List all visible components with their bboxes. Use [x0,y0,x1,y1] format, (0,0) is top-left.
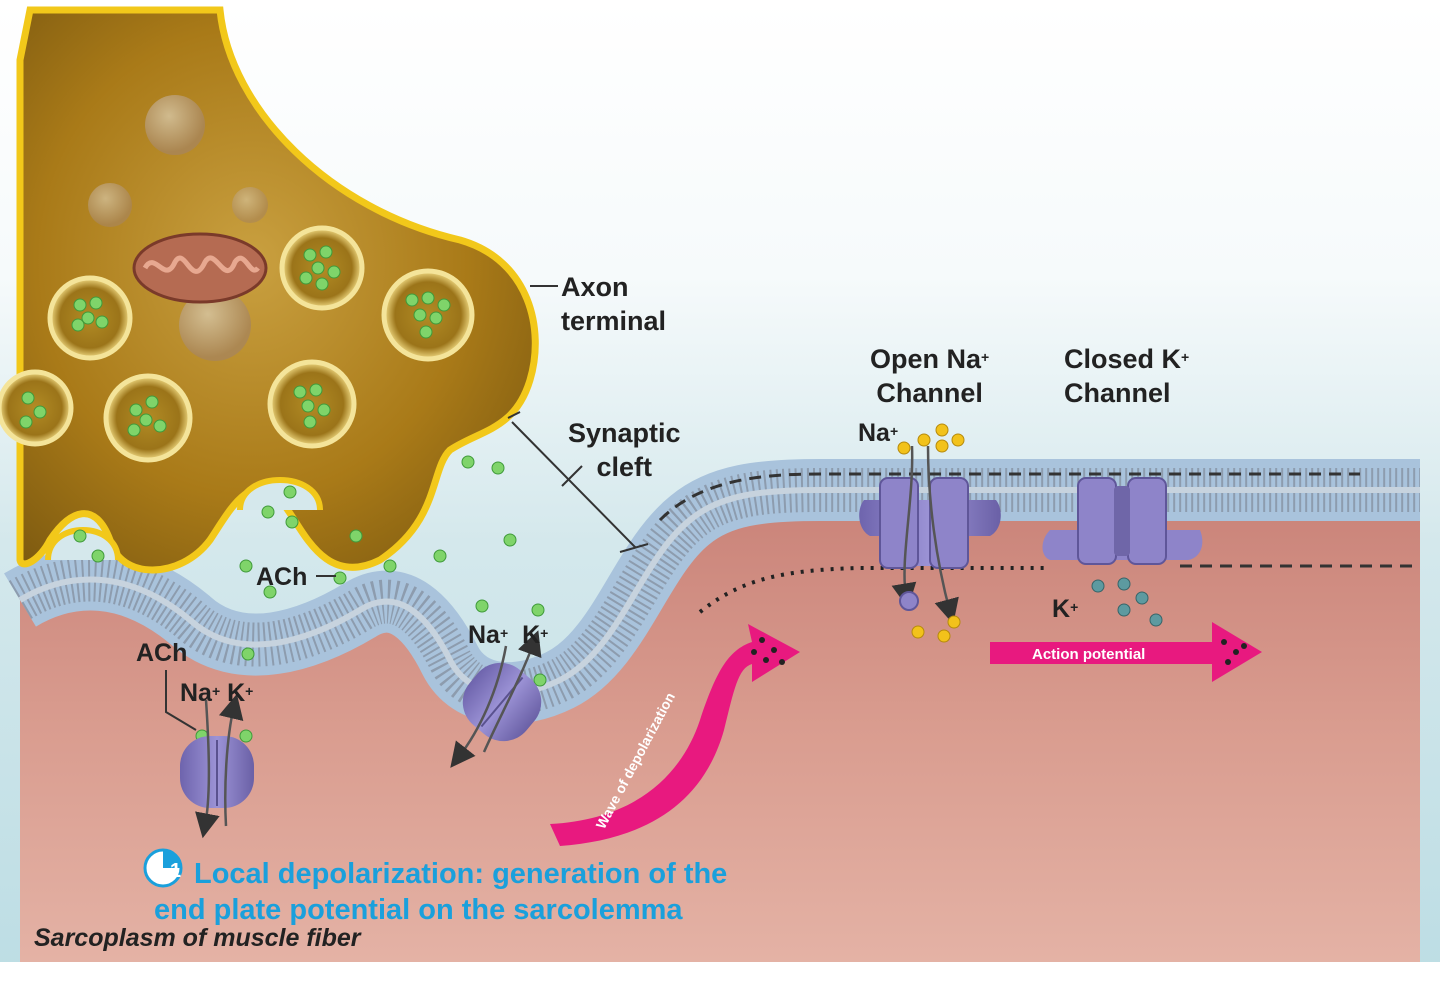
axon-blob [232,187,268,223]
open-na-line2: Channel [876,378,983,408]
k-mid-charge: + [540,625,549,641]
na-left-charge: + [211,683,221,699]
k-left-text: K [227,679,246,707]
k-left-charge: + [245,683,254,699]
mitochondrion [132,232,268,304]
na-ion-text: Na [858,419,890,447]
axon-terminal-label: Axon terminal [561,270,666,338]
outer-negative-charges [658,472,1360,522]
axon-terminal-label-line1: Axon [561,272,629,302]
closed-k-line1: Closed K [1064,344,1182,374]
action-potential-arrow [990,622,1262,682]
synaptic-vesicle [381,268,475,362]
na-mid-text: Na [468,621,500,649]
closed-k-line2: Channel [1064,378,1171,408]
synaptic-cleft-label-line2: cleft [596,452,653,482]
axon-terminal-label-line2: terminal [561,306,667,336]
vesicle-ach-dots [19,245,451,437]
ach-receptor-label: ACh [136,636,187,670]
closed-k-channel-label: Closed K+ Channel [1064,342,1189,410]
step-description: Local depolarization: generation of the … [154,856,727,928]
ach-receptor-text: ACh [136,639,188,667]
synaptic-cleft-bracket [507,411,649,553]
synaptic-cleft-label: Synaptic cleft [568,416,681,484]
synaptic-cleft-label-line1: Synaptic [568,418,681,448]
axon-terminal [0,6,539,574]
na-ion-charge: + [889,423,899,439]
k-ion-label: K+ [1052,592,1078,626]
ach-cleft-label: ACh [256,560,307,594]
figure-bottom-strip [0,962,1440,987]
step-line1: Local depolarization: generation of the [194,858,728,890]
na-ions [897,423,965,643]
open-na-line1: Open Na [870,344,982,374]
na-mid-charge: + [499,625,509,641]
wave-of-depolarization-arrow [550,624,800,846]
axon-blob [145,95,205,155]
k-mid-text: K [522,621,541,649]
axon-blob [88,183,132,227]
axon-blob [179,289,251,361]
step-number: 1 [170,860,181,882]
ion-flux-mid-label: Na+ K+ [468,618,548,652]
open-na-channel-label: Open Na+ Channel [870,342,989,410]
ach-receptor-leader [165,670,197,731]
k-ions [1091,577,1163,627]
na-left-text: Na [180,679,212,707]
step-number-badge-accent [163,850,181,868]
ach-molecules-cleft [73,455,547,743]
open-na-channel [859,445,1001,625]
ach-receptor-channel-mid [450,630,542,768]
exocytosis-pit [237,477,323,511]
na-ion-label: Na+ [858,416,898,450]
ach-cleft-text: ACh [256,563,308,591]
step-line2: end plate potential on the sarcolemma [154,894,683,926]
synaptic-cleft-leader [561,465,583,487]
sarcoplasm-caption: Sarcoplasm of muscle fiber [34,924,361,952]
closed-k-charge: + [1181,349,1190,365]
action-potential-label: Action potential [1032,646,1145,663]
open-na-charge: + [981,349,990,365]
closed-k-channel [1042,477,1203,565]
membrane-core [18,487,1420,697]
ion-flux-left-label: Na+ K+ [180,676,253,710]
ach-receptor-channel-left [180,693,254,839]
k-ion-text: K [1052,595,1071,623]
k-ion-charge: + [1070,599,1079,615]
